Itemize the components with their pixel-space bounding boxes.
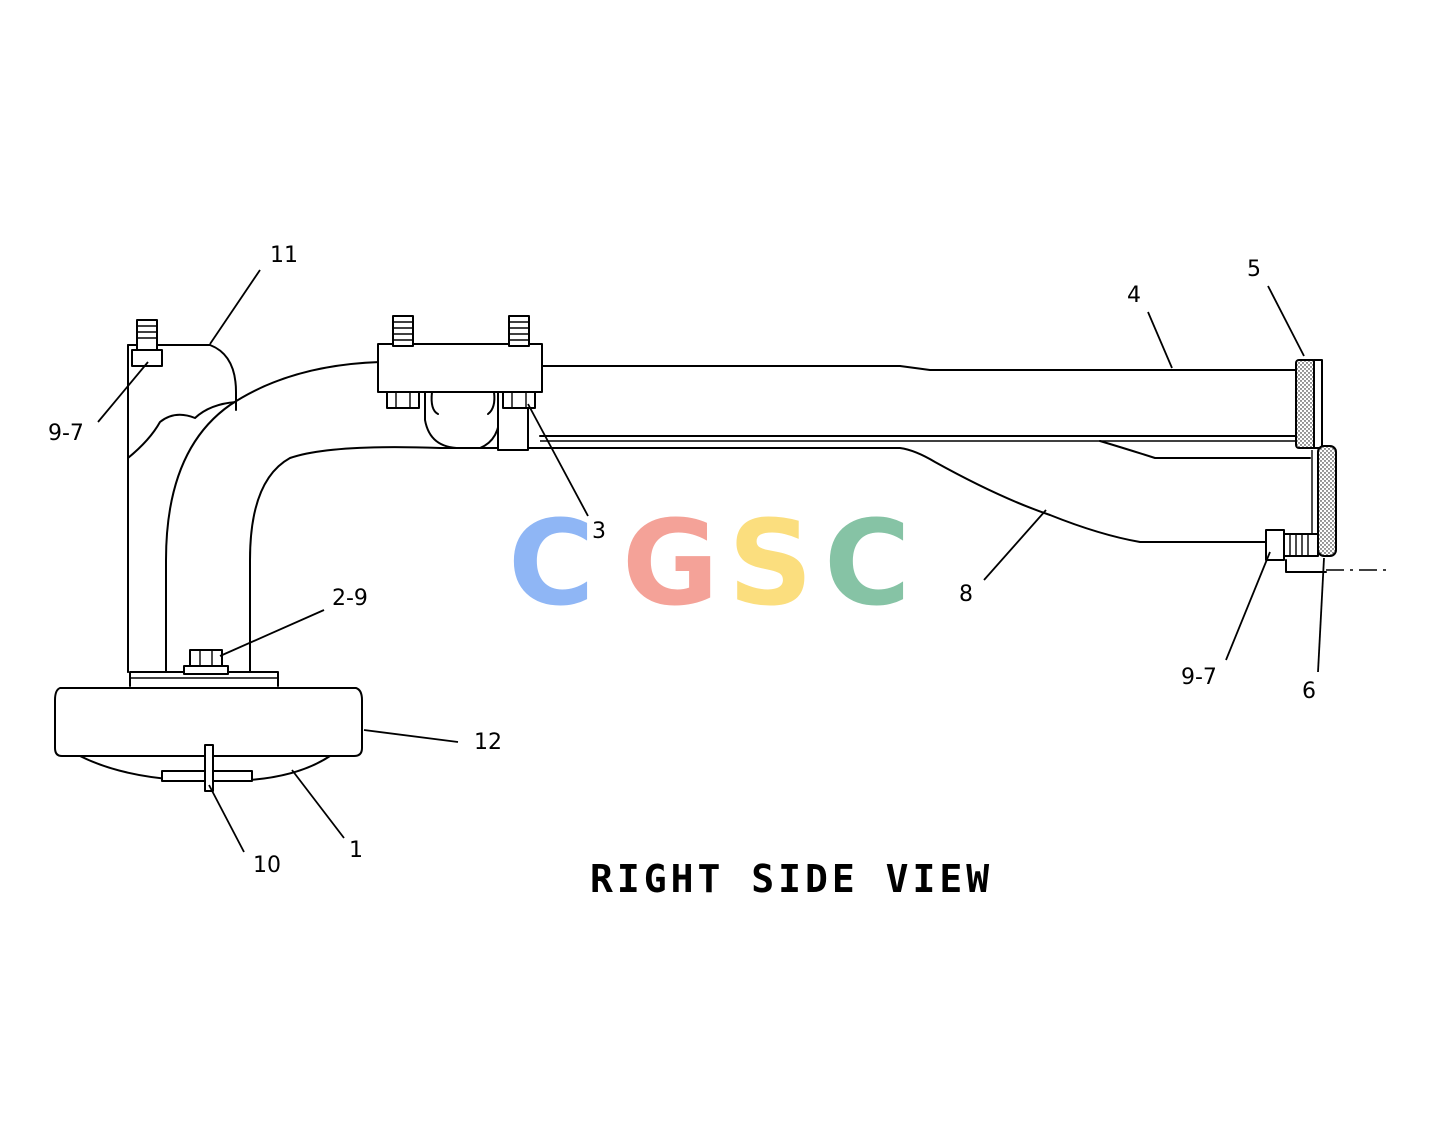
clamp-stud-right bbox=[502, 315, 536, 409]
view-title: RIGHT SIDE VIEW bbox=[590, 857, 993, 901]
elbow-tube bbox=[165, 361, 1271, 673]
callout-2-9: 2-9 bbox=[332, 586, 368, 611]
callout-11: 11 bbox=[270, 243, 298, 268]
callout-5: 5 bbox=[1247, 257, 1261, 282]
bracket-bolt bbox=[131, 319, 163, 367]
callout-labels: 11 9-7 4 5 3 8 2-9 9-7 6 12 10 1 bbox=[48, 243, 1316, 878]
callout-4: 4 bbox=[1127, 283, 1141, 308]
upper-flange-gasket bbox=[1295, 359, 1323, 449]
callout-8: 8 bbox=[959, 582, 973, 607]
watermark-letter-c2: C bbox=[824, 494, 911, 632]
watermark-letter-g: G bbox=[622, 494, 719, 632]
cgsc-watermark: C G S C bbox=[508, 494, 911, 632]
leader-lines bbox=[97, 269, 1325, 853]
callout-3: 3 bbox=[592, 519, 606, 544]
callout-1: 1 bbox=[349, 838, 363, 863]
watermark-letter-c1: C bbox=[508, 494, 595, 632]
callout-10: 10 bbox=[253, 853, 281, 878]
base-bolt bbox=[183, 649, 229, 675]
support-bracket bbox=[127, 344, 237, 673]
callout-9-7-right: 9-7 bbox=[1181, 665, 1217, 690]
callout-6: 6 bbox=[1302, 679, 1316, 704]
upper-tube bbox=[539, 365, 1311, 459]
watermark-letter-s: S bbox=[728, 494, 813, 632]
clamp-stud-left bbox=[386, 315, 420, 409]
drain-pin bbox=[204, 744, 214, 792]
callout-12: 12 bbox=[474, 730, 502, 755]
callout-9-7-left: 9-7 bbox=[48, 421, 84, 446]
